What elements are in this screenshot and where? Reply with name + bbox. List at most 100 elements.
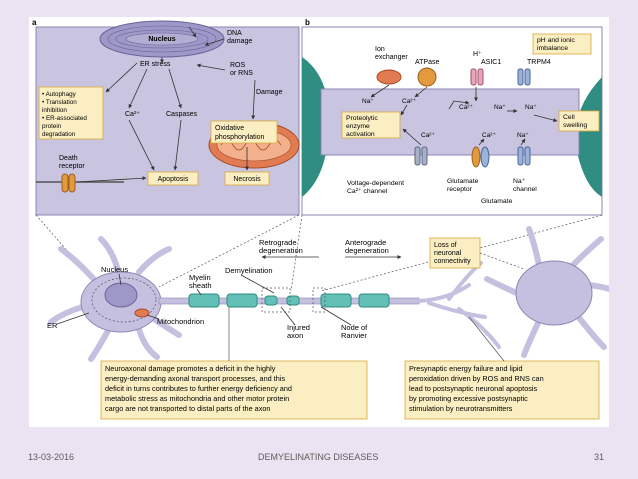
caption-right-line3: lead to postsynaptic neuronal apoptosis bbox=[409, 384, 538, 393]
glutamate-receptor-icon bbox=[471, 146, 481, 168]
na-channel-line1: Na⁺ bbox=[513, 178, 526, 185]
caption-left-line1: Neuroaxonal damage promotes a deficit in… bbox=[105, 364, 276, 373]
caption-right-line1: Presynaptic energy failure and lipid bbox=[409, 364, 523, 373]
figure-svg: a Nucleus DNA damage ER stress ROS or RN… bbox=[32, 18, 612, 420]
ion-exchanger-line2: exchanger bbox=[375, 54, 408, 61]
proteolytic-line2: enzyme bbox=[346, 123, 370, 130]
na-label-2: Na⁺ bbox=[494, 104, 506, 111]
loss-connector bbox=[479, 252, 525, 270]
na-label-4: Na⁺ bbox=[517, 132, 529, 139]
caption-left-line4: metabolic stress as mitochondria and oth… bbox=[105, 394, 289, 403]
dna-damage-line1: DNA bbox=[227, 30, 242, 37]
proteolytic-line3: activation bbox=[346, 131, 375, 138]
myelin-line1: Myelin bbox=[189, 273, 211, 282]
panel-a-arrows bbox=[76, 26, 256, 183]
dendrites-left bbox=[48, 236, 182, 362]
ion-exchanger-icon bbox=[376, 69, 402, 85]
anterograde-line1: Anterograde bbox=[345, 238, 386, 247]
apoptosis-label: Apoptosis bbox=[158, 176, 189, 183]
caption-left-line3: deficit in turns contributes to further … bbox=[105, 384, 292, 393]
oxidative-line1: Oxidative bbox=[215, 125, 244, 132]
loss-box bbox=[429, 237, 481, 269]
oxidative-line2: phosphorylation bbox=[215, 134, 265, 141]
axon-terminals bbox=[417, 261, 501, 349]
dna-damage-line2: damage bbox=[227, 38, 252, 45]
bullet-1: • Autophagy bbox=[42, 91, 77, 98]
anterograde-line2: degeneration bbox=[345, 246, 389, 255]
caption-left: Neuroaxonal damage promotes a deficit in… bbox=[100, 360, 368, 420]
ca-label-a: Ca²⁺ bbox=[125, 111, 140, 118]
caption-right-connector bbox=[468, 316, 505, 362]
myelin-line2: sheath bbox=[189, 281, 212, 290]
vd-channel-line1: Voltage-dependent bbox=[347, 180, 404, 187]
figure: a Nucleus DNA damage ER stress ROS or RN… bbox=[29, 17, 612, 427]
loss-line2: neuronal bbox=[434, 250, 462, 257]
ros-rns-line2: or RNS bbox=[230, 70, 253, 77]
asic1-label: ASIC1 bbox=[481, 59, 501, 66]
ca-label-1: Ca²⁺ bbox=[402, 98, 416, 105]
ph-box bbox=[532, 33, 592, 55]
caption-right: Presynaptic energy failure and lipid per… bbox=[404, 360, 600, 420]
necrosis-box bbox=[224, 171, 270, 186]
caption-right-line2: peroxidation driven by ROS and RNS can bbox=[409, 374, 544, 383]
cell-swelling-box bbox=[558, 110, 600, 132]
ph-line2: imbalance bbox=[537, 45, 568, 52]
nucleus-icon bbox=[104, 282, 138, 308]
necrosis-label: Necrosis bbox=[233, 176, 261, 183]
ca-label-2: Ca²⁺ bbox=[459, 104, 473, 111]
nucleus-label: Nucleus bbox=[148, 36, 175, 43]
nucleus-shape bbox=[99, 20, 225, 58]
neuron-diagram: Nucleus ER Myelin sheath Mitochondrion D… bbox=[47, 226, 612, 362]
na-label-1: Na⁺ bbox=[362, 98, 374, 105]
stress-responses-box bbox=[38, 86, 104, 140]
cell-body-right bbox=[515, 260, 593, 326]
na-label-3: Na⁺ bbox=[525, 104, 537, 111]
myelin-segments bbox=[188, 293, 390, 308]
glutamate-receptor-line2: receptor bbox=[447, 186, 473, 193]
loss-line1: Loss of bbox=[434, 242, 457, 249]
death-receptor-line1: Death bbox=[59, 155, 78, 162]
node-line1: Node of bbox=[341, 323, 368, 332]
demyelination-label: Demyelination bbox=[225, 266, 273, 275]
er-label: ER bbox=[47, 321, 58, 330]
injured-axon-line2: axon bbox=[287, 331, 303, 340]
death-receptor-icon bbox=[61, 173, 69, 193]
bullet-3c: degradation bbox=[42, 131, 76, 138]
neuron-arrows bbox=[56, 255, 402, 326]
glutamate-receptor-line1: Glutamate bbox=[447, 178, 479, 185]
retrograde-line2: degeneration bbox=[259, 246, 303, 255]
bullet-3: • ER-associated bbox=[42, 115, 87, 122]
proteolytic-box bbox=[341, 111, 401, 139]
caption-left-line5: cargo are not transported to distal part… bbox=[105, 404, 271, 413]
ph-line1: pH and ionic bbox=[537, 37, 575, 44]
slide-date: 13-03-2016 bbox=[28, 452, 75, 462]
bullet-3b: protein bbox=[42, 123, 62, 130]
retrograde-line1: Retrograde bbox=[259, 238, 297, 247]
caption-right-line5: stimulation by neurotransmitters bbox=[409, 404, 513, 413]
panel-a: a Nucleus DNA damage ER stress ROS or RN… bbox=[32, 18, 300, 216]
panel-b: b Ion exchanger ATPase H⁺ ASIC1 TRPM4 pH… bbox=[301, 18, 603, 216]
panel-b-label: b bbox=[305, 18, 310, 27]
caption-right-box bbox=[404, 360, 600, 420]
mitochondrion-icon bbox=[134, 308, 150, 318]
death-receptor-line2: receptor bbox=[59, 163, 85, 170]
slide-title: DEMYELINATING DISEASES bbox=[258, 452, 379, 462]
mitochondrion-neuron-label: Mitochondrion bbox=[157, 317, 204, 326]
ca-label-4: Ca²⁺ bbox=[482, 132, 496, 139]
ion-exchanger-line1: Ion bbox=[375, 46, 385, 53]
nucleus-neuron-label: Nucleus bbox=[101, 265, 128, 274]
voltage-channel-icon bbox=[414, 146, 421, 166]
soma-zoom-circle bbox=[91, 277, 157, 323]
caption-left-line2: energy-demanding axonal transport proces… bbox=[105, 374, 285, 383]
slide-page-number: 31 bbox=[594, 452, 605, 462]
proteolytic-line1: Proteolytic bbox=[346, 115, 378, 122]
dendrites-right bbox=[484, 226, 612, 358]
caption-left-box bbox=[100, 360, 368, 420]
asic1-icon bbox=[470, 68, 477, 86]
ros-rns-line1: ROS bbox=[230, 62, 246, 69]
injured-axon-line1: Injured bbox=[287, 323, 310, 332]
trpm4-icon bbox=[517, 68, 524, 86]
node-line2: Ranvier bbox=[341, 331, 367, 340]
atpase-icon bbox=[417, 67, 437, 87]
